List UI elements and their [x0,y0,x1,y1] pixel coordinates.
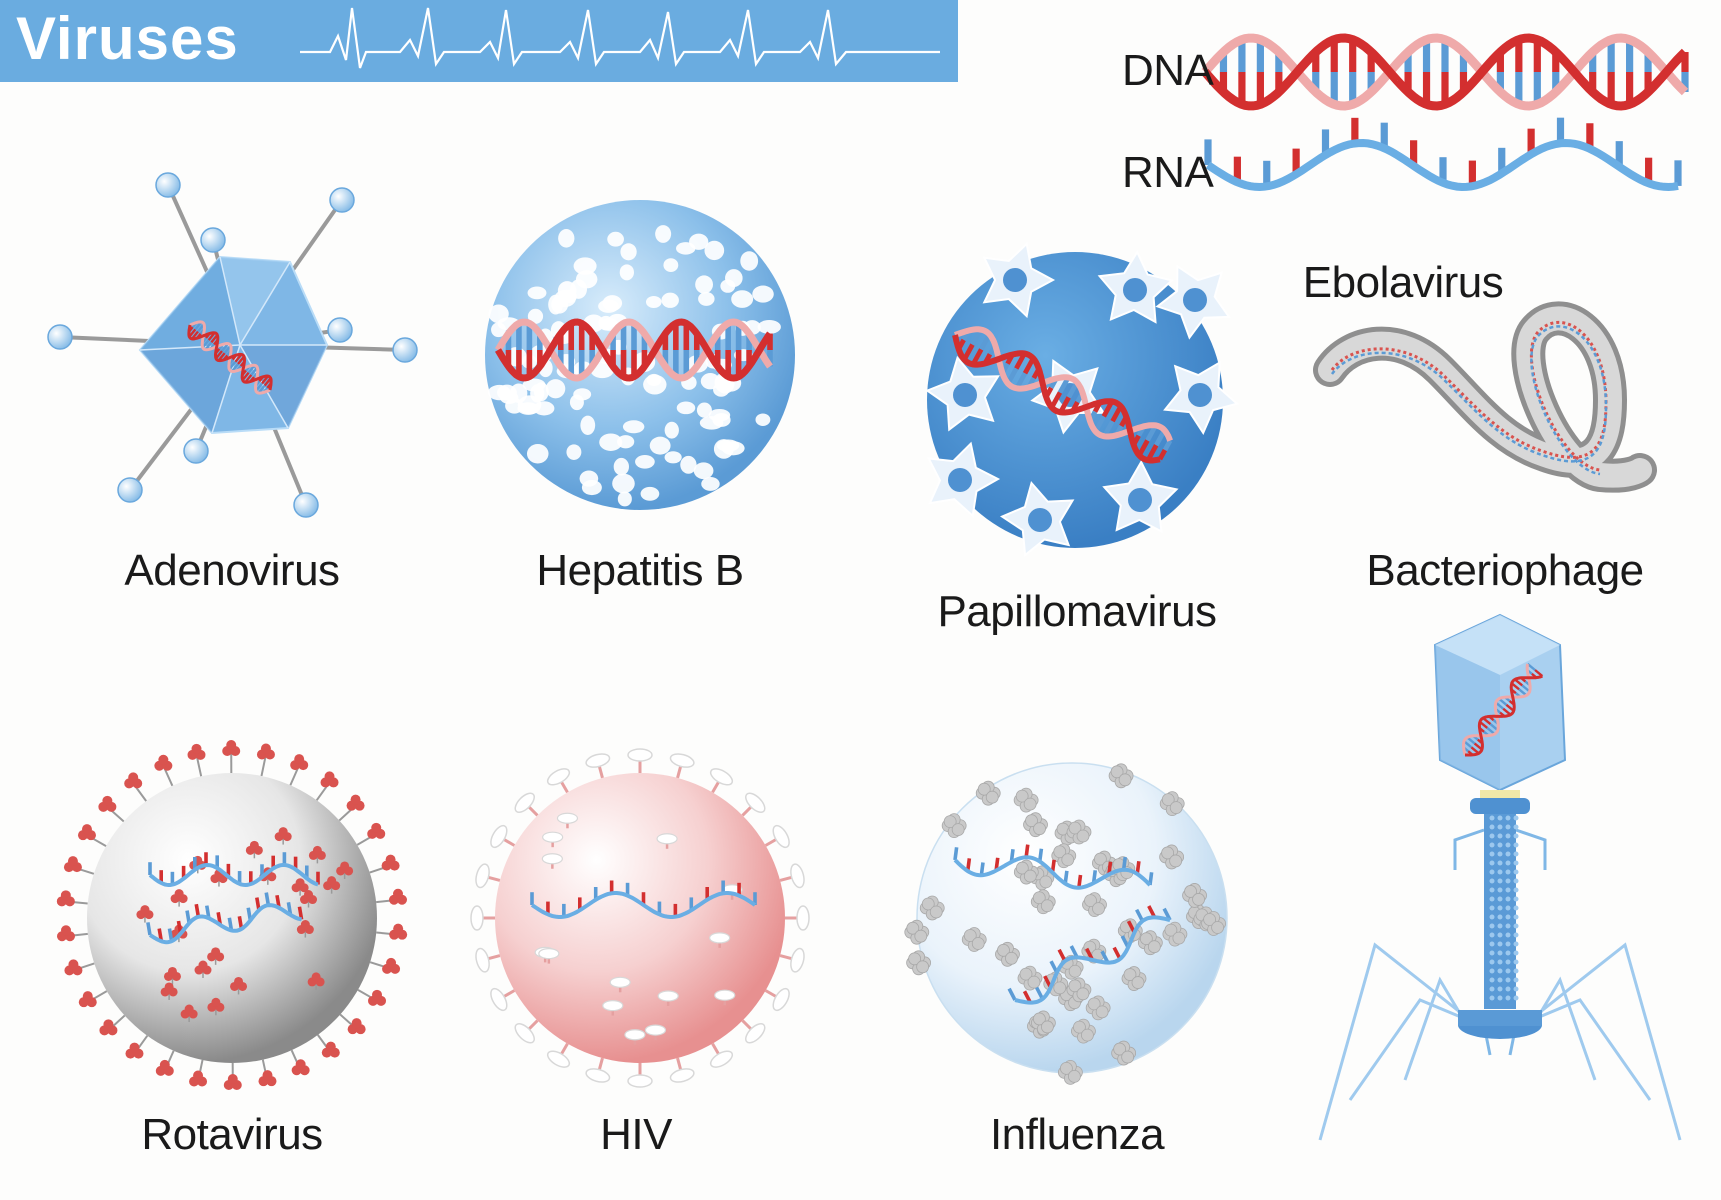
papillomavirus-label: Papillomavirus [937,587,1217,636]
rna-legend-strand [1204,117,1682,192]
hepatitis-b-label: Hepatitis B [536,546,744,595]
papillomavirus-dna [952,326,1173,464]
ebolavirus-label: Ebolavirus [1302,258,1504,307]
bacteriophage-collar [1470,798,1530,814]
adenovirus-label: Adenovirus [124,546,340,595]
bacteriophage-illustration [1318,613,1682,1141]
influenza-illustration [904,762,1228,1085]
bacteriophage-dna [1462,663,1544,757]
influenza-label: Influenza [989,1110,1165,1159]
hiv-spikes [470,748,810,1088]
rotavirus-spikes [56,740,408,1090]
influenza-surface-proteins [904,763,1226,1085]
title-banner: Viruses [0,0,958,82]
hiv-rna [530,880,757,919]
rotavirus-label: Rotavirus [141,1110,323,1159]
dna-legend-helix [1201,33,1689,111]
hiv-sphere [495,773,785,1063]
hiv-label: HIV [600,1110,672,1159]
rotavirus-sphere [87,773,377,1063]
dna-label: DNA [1122,46,1214,95]
rotavirus-illustration [56,740,408,1090]
page-title: Viruses [16,5,239,72]
adenovirus-dna [187,320,273,395]
bacteriophage-label: Bacteriophage [1366,546,1644,595]
hepatitis-b-illustration [485,200,795,510]
ebolavirus-illustration [1313,301,1657,493]
ebolavirus-rna [1330,320,1608,472]
influenza-rna [953,844,1172,1005]
rotavirus-rna [146,852,320,945]
adenovirus-illustration [47,172,418,518]
hepatitis-b-dna [495,318,773,382]
hiv-illustration [470,748,810,1088]
rna-label: RNA [1122,148,1214,197]
papillomavirus-illustration [925,241,1240,557]
heartbeat-line [300,7,940,69]
